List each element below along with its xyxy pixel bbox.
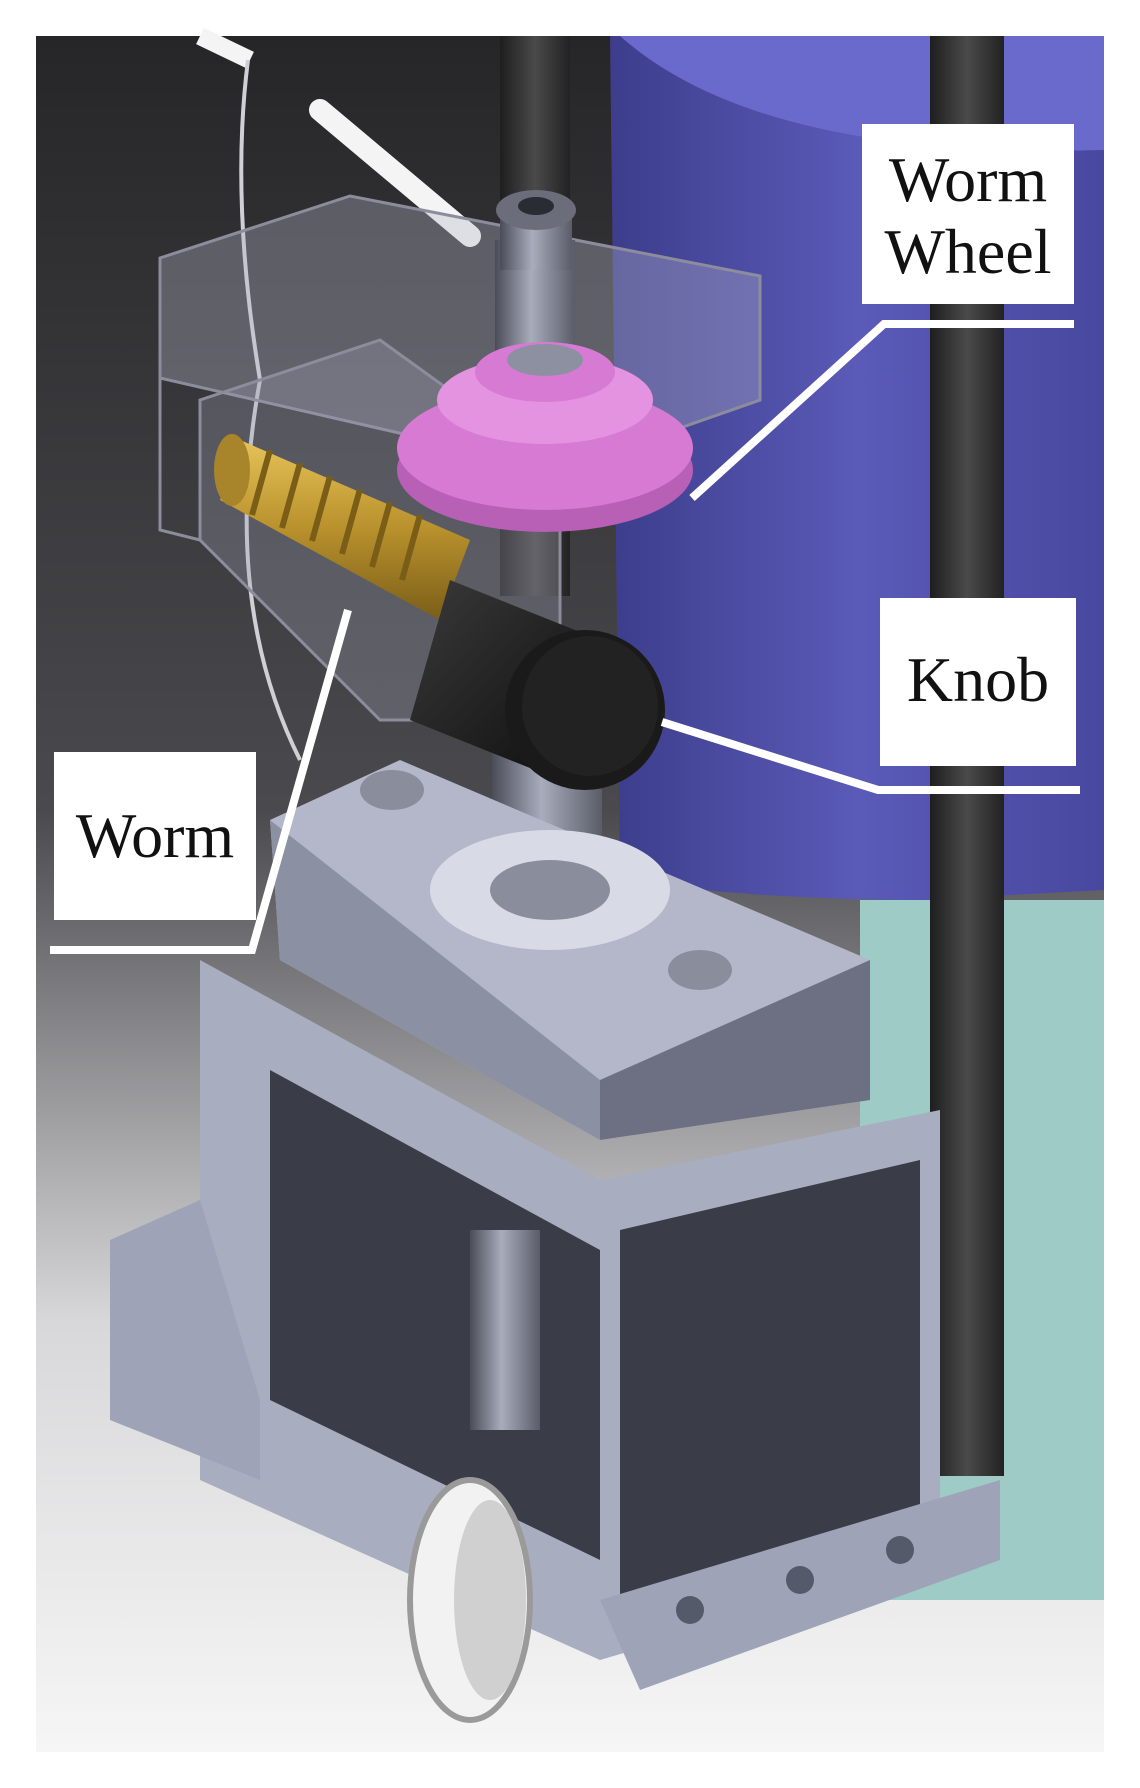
worm-label: Worm	[54, 752, 256, 920]
worm-wheel-label-line-2: Wheel	[884, 216, 1052, 287]
leader-knob	[660, 718, 1080, 794]
worm-wheel-label: Worm Wheel	[862, 124, 1074, 304]
leader-worm-wheel	[689, 320, 1074, 501]
worm	[214, 434, 470, 620]
mounting-bracket	[270, 760, 870, 1140]
knob-label: Knob	[880, 598, 1076, 766]
worm-wheel	[397, 342, 693, 532]
caster-wheel	[407, 1230, 540, 1723]
lower-frame	[110, 960, 1000, 1690]
leader-worm	[50, 608, 352, 954]
worm-wheel-label-line-1: Worm	[888, 144, 1048, 215]
knob	[410, 580, 665, 790]
top-screw	[496, 190, 576, 270]
leader-lines	[50, 320, 1080, 954]
